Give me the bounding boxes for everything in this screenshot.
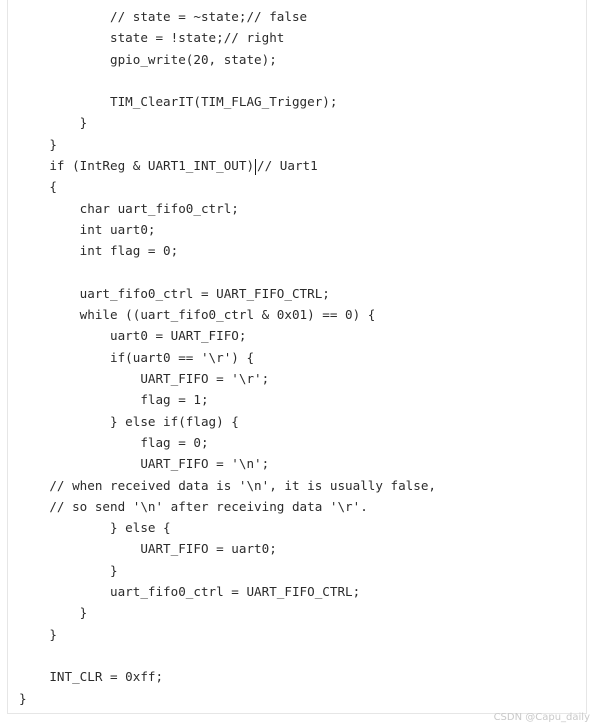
code-line: } xyxy=(19,690,27,706)
code-line: TIM_ClearIT(TIM_FLAG_Trigger); xyxy=(19,94,338,110)
code-line: uart_fifo0_ctrl = UART_FIFO_CTRL; xyxy=(19,285,330,301)
code-line: while ((uart_fifo0_ctrl & 0x01) == 0) { xyxy=(19,307,376,323)
code-line: } xyxy=(19,605,88,621)
code-line: uart_fifo0_ctrl = UART_FIFO_CTRL; xyxy=(19,584,361,600)
code-line xyxy=(19,645,436,666)
code-line: INT_CLR = 0xff; xyxy=(19,669,164,685)
code-line: } xyxy=(19,136,57,152)
code-line: UART_FIFO = uart0; xyxy=(19,541,277,557)
watermark: CSDN @Capu_daily xyxy=(493,712,590,723)
code-line-with-caret[interactable]: if (IntReg & UART1_INT_OUT)// Uart1 xyxy=(19,155,436,176)
code-line: if(uart0 == '\r') { xyxy=(19,349,255,365)
code-line: // state = ~state;// false xyxy=(19,9,308,24)
code-line: char uart_fifo0_ctrl; xyxy=(19,200,239,216)
code-line xyxy=(19,262,436,283)
code-line: flag = 1; xyxy=(19,392,209,408)
code-line: UART_FIFO = '\r'; xyxy=(19,371,270,387)
code-line: int flag = 0; xyxy=(19,243,179,259)
code-line: // when received data is '\n', it is usu… xyxy=(19,477,437,493)
code-line: } xyxy=(19,562,118,578)
code-line: } else { xyxy=(19,520,171,536)
code-line-head: if (IntReg & UART1_INT_OUT) xyxy=(19,158,255,174)
text-caret xyxy=(255,158,257,175)
code-line: } xyxy=(19,626,57,642)
code-line: { xyxy=(19,179,57,195)
code-lines: // state = ~state;// false state = !stat… xyxy=(19,6,436,709)
code-line xyxy=(19,70,436,91)
code-line: state = !state;// right xyxy=(19,30,285,46)
code-line: UART_FIFO = '\n'; xyxy=(19,456,270,472)
code-line: // so send '\n' after receiving data '\r… xyxy=(19,498,368,514)
code-line: } else if(flag) { xyxy=(19,413,239,429)
code-line: flag = 0; xyxy=(19,434,209,450)
code-line: } xyxy=(19,115,88,131)
code-line: int uart0; xyxy=(19,221,156,237)
code-block: // state = ~state;// false state = !stat… xyxy=(7,0,587,714)
code-line: uart0 = UART_FIFO; xyxy=(19,328,247,344)
code-line-tail: // Uart1 xyxy=(257,158,318,174)
code-line: gpio_write(20, state); xyxy=(19,51,277,67)
